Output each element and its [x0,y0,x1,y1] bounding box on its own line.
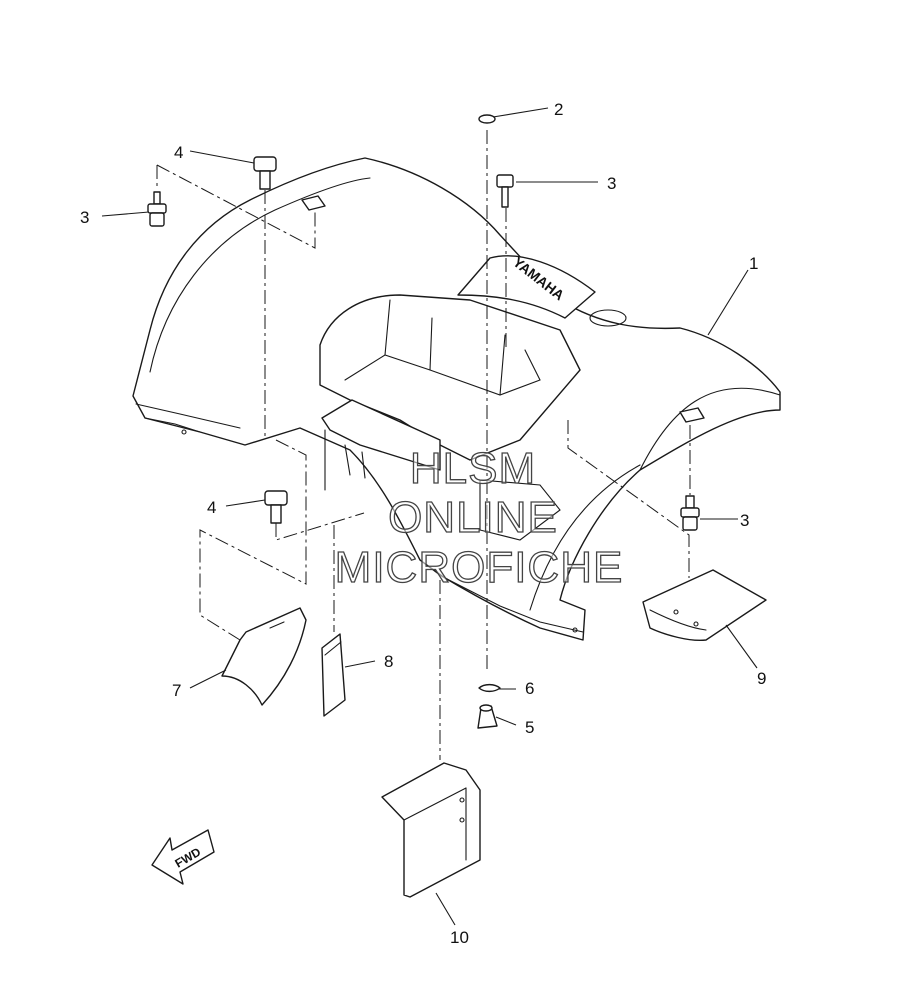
cover-part-7 [221,607,307,706]
assembly-lines [156,130,691,760]
screw-part-3-left [147,191,167,227]
callout-9: 9 [757,669,766,688]
flap-part-10 [381,762,481,898]
callout-4-top: 4 [174,143,183,162]
callout-10: 10 [450,928,469,947]
rear-fender: YAMAHA [132,157,781,641]
callout-1: 1 [749,254,758,273]
grommet-part-5 [477,704,498,729]
watermark-line-3: MICROFICHE [335,543,624,592]
clip-part-6 [478,683,501,693]
callout-3-left: 3 [80,208,89,227]
callout-7: 7 [172,681,181,700]
leader-lines [101,107,758,926]
bolt-part-4-lower [264,490,288,524]
mud-guard-part-9 [642,569,767,642]
callout-6: 6 [525,679,534,698]
callout-3-right: 3 [740,511,749,530]
callout-8: 8 [384,652,393,671]
callout-4-lower: 4 [207,498,216,517]
bolt-part-4-top [253,156,277,190]
watermark-line-2: ONLINE [388,493,558,542]
screw-part-3-right [680,495,700,531]
callout-2: 2 [554,100,563,119]
watermark: HLSM ONLINE MICROFICHE [334,443,624,592]
callout-5: 5 [525,718,534,737]
watermark-line-1: HLSM [410,444,536,493]
seal-part-8 [321,633,346,717]
callout-3-top: 3 [607,174,616,193]
forward-arrow-icon: FWD [151,829,215,885]
screw-part-3-top [496,174,514,208]
cap-part-2 [478,114,496,124]
callouts: 1 2 3 3 3 4 4 5 6 7 8 9 10 [80,100,766,947]
